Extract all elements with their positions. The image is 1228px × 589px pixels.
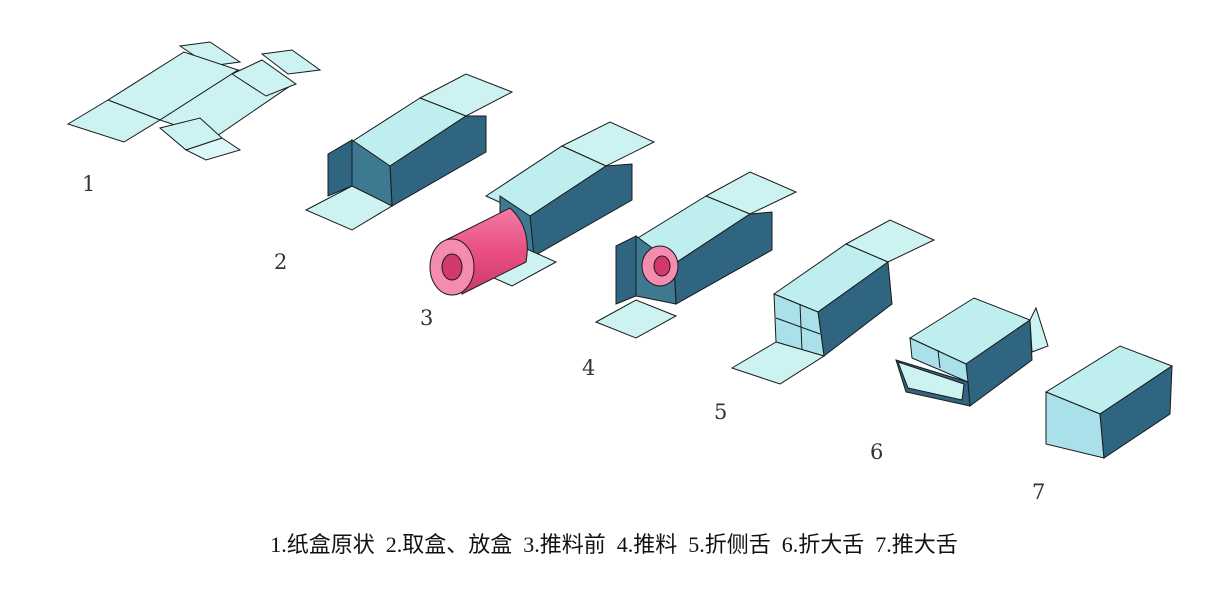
stage-5-front-flap bbox=[730, 341, 826, 385]
step-number-4: 4 bbox=[582, 356, 596, 380]
step-number-5: 5 bbox=[714, 400, 728, 424]
stage-1-flat-carton bbox=[66, 41, 322, 161]
step-number-7: 7 bbox=[1032, 480, 1046, 504]
stage-2-front-flap bbox=[304, 185, 394, 231]
stage-4-left-wall bbox=[615, 235, 637, 305]
stage-5-fold-side-tongues bbox=[730, 219, 936, 385]
step-number-2: 2 bbox=[274, 250, 288, 274]
stage-2-opened-carton bbox=[304, 73, 514, 231]
step-number-6: 6 bbox=[870, 440, 884, 464]
step-number-1: 1 bbox=[82, 172, 96, 196]
stage-6-back-flap bbox=[1029, 306, 1049, 353]
stage-1-top-flap-2 bbox=[260, 49, 322, 75]
stage-6-tongue-fold bbox=[937, 349, 941, 369]
step-number-3: 3 bbox=[420, 306, 434, 330]
stage-1-bottom-flap-2 bbox=[184, 137, 242, 161]
stage-4-pushing bbox=[594, 171, 798, 339]
stage-5-tongue-fold-2 bbox=[775, 317, 821, 335]
stage-1-side-flap-left bbox=[66, 99, 162, 143]
stage-6-big-tongue-inner bbox=[897, 361, 965, 401]
stage-7-right-wall bbox=[1099, 365, 1173, 459]
stage-3-before-push bbox=[429, 121, 656, 296]
stage-6-fold-big-tongue bbox=[895, 297, 1049, 407]
stage-3-roll-hole bbox=[441, 253, 463, 281]
stage-7-closed-box bbox=[1044, 345, 1174, 459]
stage-3-roll bbox=[429, 207, 528, 296]
stage-4-front-flap bbox=[594, 299, 678, 339]
stage-4-roll-hole bbox=[653, 255, 671, 277]
diagram-caption: 1.纸盒原状 2.取盒、放盒 3.推料前 4.推料 5.折侧舌 6.折大舌 7.… bbox=[270, 532, 958, 557]
stage-1-panel-c bbox=[230, 59, 298, 97]
